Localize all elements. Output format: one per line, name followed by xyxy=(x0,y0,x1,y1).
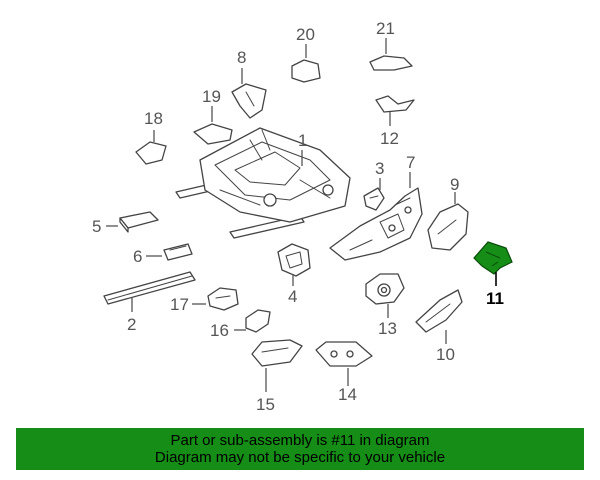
part-11-highlighted[interactable] xyxy=(473,241,513,275)
callout-2: 2 xyxy=(127,315,136,334)
part-10-trim xyxy=(415,289,463,333)
callout-15: 15 xyxy=(256,395,275,414)
part-19-bracket xyxy=(193,123,233,145)
callout-7: 7 xyxy=(406,153,415,172)
callout-20: 20 xyxy=(296,25,315,44)
callout-21: 21 xyxy=(376,19,395,38)
part-4-bracket xyxy=(277,243,311,277)
part-7-side-shield xyxy=(329,187,423,261)
callout-16: 16 xyxy=(210,321,229,340)
callout-8: 8 xyxy=(237,48,246,67)
part-18-bracket xyxy=(135,141,167,165)
callout-12: 12 xyxy=(380,129,399,148)
part-5-block xyxy=(119,211,159,233)
leader-lines xyxy=(106,38,497,392)
callout-17: 17 xyxy=(170,295,189,314)
part-21-bracket xyxy=(369,55,413,71)
part-20-block xyxy=(291,59,321,83)
callout-10: 10 xyxy=(436,345,455,364)
part-14-trim xyxy=(315,341,373,367)
part-17-piece xyxy=(207,287,239,311)
part-2-trim-strip xyxy=(103,271,196,305)
banner-line-1: Part or sub-assembly is #11 in diagram xyxy=(170,432,430,449)
part-15-cover xyxy=(251,339,303,367)
callout-19: 19 xyxy=(202,87,221,106)
callout-3: 3 xyxy=(375,159,384,178)
info-banner: Part or sub-assembly is #11 in diagram D… xyxy=(16,428,584,470)
callout-6: 6 xyxy=(133,247,142,266)
part-3-clip xyxy=(363,187,385,211)
callout-11: 11 xyxy=(486,289,504,308)
callout-1: 1 xyxy=(298,131,307,150)
callout-4: 4 xyxy=(288,287,297,306)
part-8-bracket xyxy=(231,83,267,119)
callout-13: 13 xyxy=(378,319,397,338)
part-9-cover xyxy=(427,203,469,251)
callout-18: 18 xyxy=(144,109,163,128)
part-6-connector xyxy=(163,243,193,261)
part-13-knob xyxy=(365,273,405,305)
callout-9: 9 xyxy=(450,175,459,194)
part-12-bracket xyxy=(375,95,415,113)
banner-line-2: Diagram may not be specific to your vehi… xyxy=(154,449,446,466)
part-16-cover xyxy=(245,309,271,333)
callout-14: 14 xyxy=(338,385,357,404)
callout-labels: 1 2 3 4 5 6 7 8 9 10 11 12 13 14 15 16 1… xyxy=(92,19,504,414)
part-1-seat-frame xyxy=(175,127,351,239)
callout-5: 5 xyxy=(92,217,101,236)
